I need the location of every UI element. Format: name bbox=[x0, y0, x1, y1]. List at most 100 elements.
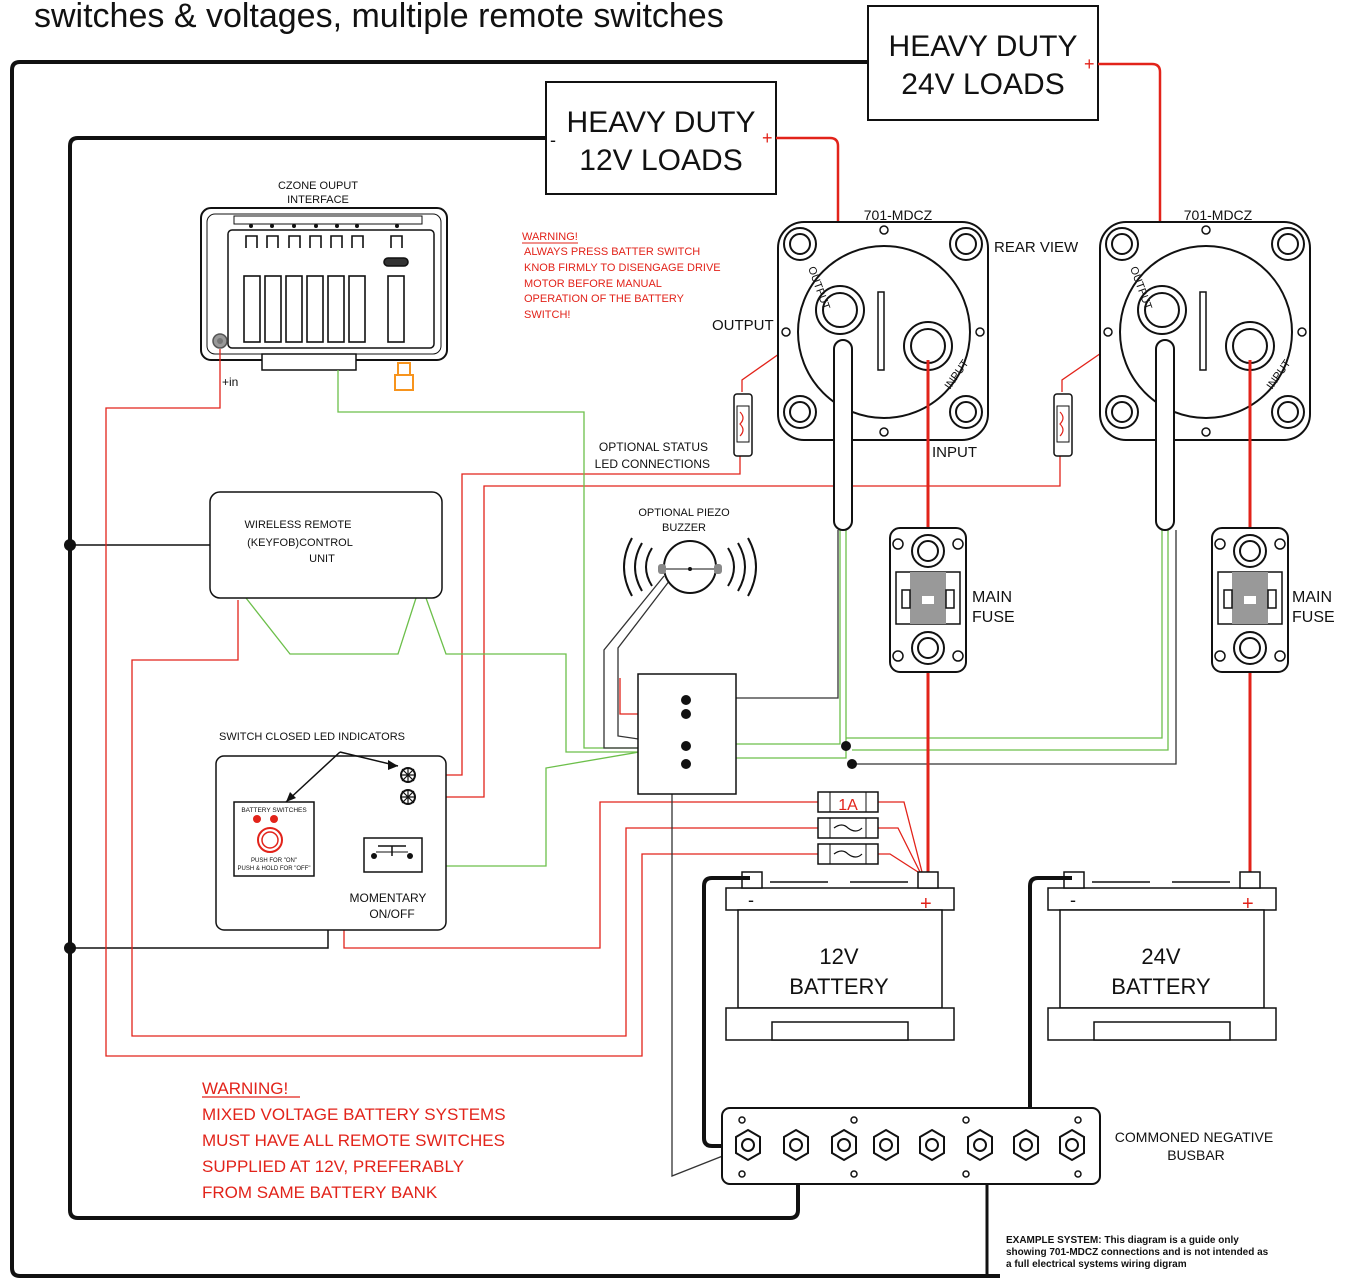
positive-wire-wireless bbox=[131, 600, 818, 1037]
signal-wire-switch-right-b bbox=[852, 530, 1169, 751]
wireless-line2: (KEYFOB)CONTROL bbox=[247, 537, 353, 549]
loads-12v-line1: HEAVY DUTY bbox=[567, 106, 756, 139]
loads-12v-line2: 12V LOADS bbox=[579, 144, 742, 177]
battery-12v-voltage: 12V bbox=[819, 944, 858, 969]
switch-right-model: 701-MDCZ bbox=[1184, 207, 1253, 223]
fuse-to-battery-wire-2 bbox=[876, 827, 921, 873]
loads-24v-line1: HEAVY DUTY bbox=[889, 30, 1078, 63]
output-label: OUTPUT bbox=[712, 317, 774, 334]
warning-top: WARNING! ALWAYS PRESS BATTER SWITCH KNOB… bbox=[522, 231, 721, 321]
status-led-label-2: LED CONNECTIONS bbox=[595, 457, 710, 471]
input-label: INPUT bbox=[932, 444, 977, 461]
warning-top-line4: MOTOR BEFORE MANUAL bbox=[524, 278, 662, 290]
warning-top-line1: WARNING! bbox=[522, 231, 578, 243]
panel-push-off: PUSH & HOLD FOR "OFF" bbox=[238, 866, 311, 872]
fuse-to-battery-wire-3 bbox=[876, 853, 919, 873]
czone-in-label: +in bbox=[222, 375, 238, 389]
battery-24v-minus: - bbox=[1070, 890, 1076, 910]
footnote-line1: EXAMPLE SYSTEM: This diagram is a guide … bbox=[1006, 1235, 1239, 1246]
loads-24v-plus: + bbox=[1084, 54, 1095, 74]
signal-wire-momentary bbox=[422, 743, 687, 867]
status-led-label-1: OPTIONAL STATUS bbox=[599, 440, 708, 454]
fuse-to-battery-wire-1 bbox=[876, 801, 923, 873]
busbar-label-2: BUSBAR bbox=[1167, 1147, 1225, 1163]
loads-12v-plus: + bbox=[762, 128, 773, 148]
switch-left-model: 701-MDCZ bbox=[864, 207, 933, 223]
czone-output-interface bbox=[200, 207, 448, 391]
czone-orange-led-connector bbox=[394, 362, 414, 391]
battery-24v-plus: + bbox=[1242, 893, 1254, 915]
main-fuse-left bbox=[889, 527, 967, 673]
status-led-fuse-left bbox=[733, 393, 753, 457]
positive-wire-24v-loads bbox=[1098, 62, 1162, 300]
inline-fuse-3 bbox=[817, 843, 879, 865]
battery-12v: - + 12V BATTERY bbox=[725, 871, 955, 1041]
footnote: EXAMPLE SYSTEM: This diagram is a guide … bbox=[1006, 1235, 1269, 1270]
footnote-line3: a full electrical systems wiring digram bbox=[1006, 1259, 1187, 1270]
czone-pins bbox=[249, 224, 399, 228]
inline-fuse-2 bbox=[817, 817, 879, 839]
battery-12v-minus: - bbox=[748, 890, 754, 910]
inline-fuse-1a: 1A bbox=[817, 791, 879, 814]
warning-bottom-line4: SUPPLIED AT 12V, PREFERABLY bbox=[202, 1157, 464, 1176]
fuse-1a-label: 1A bbox=[838, 797, 858, 814]
main-fuse-left-label-2: FUSE bbox=[972, 609, 1015, 626]
czone-label-2: INTERFACE bbox=[287, 194, 349, 206]
led-wire-1 bbox=[418, 456, 741, 776]
panel-title: BATTERY SWITCHES bbox=[241, 807, 307, 814]
diagram-title: switches & voltages, multiple remote swi… bbox=[34, 0, 724, 35]
czone-label-1: CZONE OUPUT bbox=[278, 180, 358, 192]
busbar-label-1: COMMONED NEGATIVE bbox=[1115, 1129, 1273, 1145]
junction-dot bbox=[841, 741, 851, 751]
wireless-remote-unit: WIRELESS REMOTE (KEYFOB)CONTROL UNIT bbox=[209, 491, 443, 599]
led-indicator-1 bbox=[400, 767, 416, 783]
main-fuse-right bbox=[1211, 527, 1289, 673]
piezo-label-2: BUZZER bbox=[662, 522, 706, 534]
battery-24v: - + 24V BATTERY bbox=[1047, 871, 1277, 1041]
warning-bottom-line3: MUST HAVE ALL REMOTE SWITCHES bbox=[202, 1131, 505, 1150]
switch-negative-wire bbox=[852, 530, 1177, 765]
negative-wire-12v-loads bbox=[68, 136, 800, 1220]
signal-wire-wireless-a bbox=[245, 597, 417, 655]
signal-wire-switch-left bbox=[686, 530, 841, 745]
heavy-duty-12v-loads-box: HEAVY DUTY 12V LOADS - + bbox=[545, 81, 777, 195]
terminal-block bbox=[637, 673, 737, 795]
outer-negative-wire bbox=[10, 60, 1000, 1278]
status-led-fuse-right bbox=[1053, 393, 1073, 457]
negative-wire-battery-12v bbox=[702, 876, 750, 1148]
led-indicators-label: SWITCH CLOSED LED INDICATORS bbox=[219, 731, 405, 743]
piezo-buzzer bbox=[623, 537, 757, 597]
junction-dot bbox=[847, 759, 857, 769]
battery-switch-panel: BATTERY SWITCHES PUSH FOR "ON" PUSH & HO… bbox=[233, 801, 315, 877]
main-fuse-right-label-1: MAIN bbox=[1292, 589, 1332, 606]
negative-busbar bbox=[721, 1107, 1101, 1185]
footnote-line2: showing 701-MDCZ connections and is not … bbox=[1006, 1247, 1269, 1258]
momentary-label-2: ON/OFF bbox=[369, 907, 414, 921]
battery-24v-name: BATTERY bbox=[1111, 974, 1211, 999]
rear-view-label: REAR VIEW bbox=[994, 239, 1079, 256]
warning-top-line5: OPERATION OF THE BATTERY bbox=[524, 293, 685, 305]
remote-switch-left: OUTPUT INPUT bbox=[777, 221, 989, 531]
wireless-line1: WIRELESS REMOTE bbox=[245, 519, 352, 531]
momentary-label-1: MOMENTARY bbox=[350, 891, 427, 905]
main-fuse-left-label-1: MAIN bbox=[972, 589, 1012, 606]
piezo-label-1: OPTIONAL PIEZO bbox=[638, 507, 730, 519]
main-fuse-right-label-2: FUSE bbox=[1292, 609, 1335, 626]
negative-wire-battery-24v bbox=[1028, 876, 1072, 1146]
signal-wire-switch-left-b bbox=[686, 530, 847, 759]
signal-wire-wireless-b bbox=[425, 597, 686, 753]
battery-24v-voltage: 24V bbox=[1141, 944, 1180, 969]
momentary-switch bbox=[363, 837, 423, 873]
warning-top-line6: SWITCH! bbox=[524, 309, 570, 321]
loads-24v-line2: 24V LOADS bbox=[901, 68, 1064, 101]
battery-12v-name: BATTERY bbox=[789, 974, 889, 999]
loads-12v-minus: - bbox=[550, 130, 556, 150]
heavy-duty-24v-loads-box: HEAVY DUTY 24V LOADS + bbox=[867, 5, 1099, 121]
signal-wire-switch-right bbox=[846, 530, 1163, 739]
remote-switch-right: OUTPUT INPUT bbox=[1099, 221, 1311, 531]
positive-wire-12v-loads bbox=[776, 136, 840, 300]
positive-wire-czone-in bbox=[105, 349, 818, 1057]
led-indicator-2 bbox=[400, 789, 416, 805]
battery-12v-plus: + bbox=[920, 893, 932, 915]
